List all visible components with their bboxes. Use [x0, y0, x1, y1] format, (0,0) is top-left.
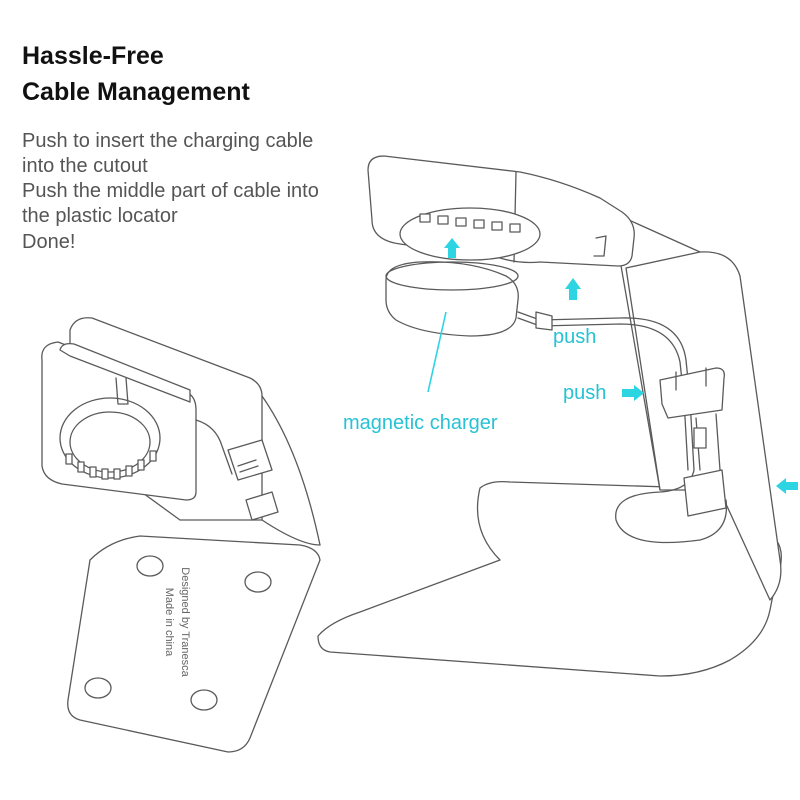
engraving-origin-text: Made in china — [163, 588, 175, 657]
rear-cutout-inner-ring — [69, 411, 151, 473]
rear-cable-locator-upper — [227, 439, 273, 481]
arrow-up-icon — [444, 238, 460, 258]
cutout-rib — [509, 223, 521, 233]
rear-locator-upper-detail — [237, 459, 259, 473]
cutout-rib — [113, 468, 121, 480]
puck-body — [385, 261, 519, 337]
cutout-rib — [77, 461, 85, 473]
rubber-foot-2 — [244, 571, 272, 593]
title-line-1: Hassle-Free — [22, 42, 164, 70]
charging-cable — [517, 311, 728, 544]
instruction-step-1: Push to insert the charging cable — [22, 130, 314, 152]
instruction-step-2: Push the middle part of cable into — [22, 180, 319, 202]
cutout-rib — [65, 453, 73, 465]
push-label-side: push — [563, 382, 607, 404]
rear-side-edge — [261, 395, 321, 546]
charging-cable-edge — [517, 317, 689, 471]
cutout-rib — [89, 466, 97, 478]
arrow-up-icon — [444, 238, 460, 258]
instruction-step-done: Done! — [22, 231, 76, 253]
rear-holder-top-face — [59, 342, 191, 403]
engraving-designer-text: Designed by Tranesca — [179, 567, 191, 677]
front-cutout-ribs — [419, 213, 521, 233]
title-line-2: Cable Management — [22, 78, 250, 106]
cutout-rib — [125, 465, 133, 477]
rear-cable-slot — [115, 377, 129, 405]
cutout-rib — [137, 459, 145, 471]
cutout-rib — [149, 450, 157, 462]
housing-cable-cutout — [593, 235, 607, 257]
rubber-foot-1 — [136, 555, 164, 577]
front-view-stand — [317, 155, 798, 677]
cutout-rib — [491, 221, 503, 231]
arrow-left-icon — [776, 478, 798, 494]
arrow-up-icon — [565, 278, 581, 300]
push-label-top: push — [553, 326, 597, 348]
magnetic-charger-puck — [385, 261, 519, 337]
cutout-rib — [455, 217, 467, 227]
rubber-foot-4 — [190, 689, 218, 711]
rear-base-plate — [67, 535, 321, 753]
rear-bend-edge — [261, 519, 321, 546]
front-charger-cutout — [399, 207, 541, 261]
magnetic-charger-pointer — [427, 311, 447, 393]
instruction-step-1-cont: into the cutout — [22, 155, 148, 177]
rear-charger-cutout — [59, 397, 161, 479]
instruction-step-2-cont: the plastic locator — [22, 205, 178, 227]
cutout-rib — [473, 219, 485, 229]
front-upright-inner-edge — [619, 259, 661, 491]
cutout-rib — [419, 213, 431, 223]
stand-engraving: Designed by Tranesca Made in china — [163, 567, 191, 677]
cutout-rib — [101, 468, 109, 480]
puck-top-face — [385, 261, 519, 291]
arrow-right-icon — [622, 385, 644, 401]
locator-clip — [693, 427, 707, 449]
rear-cable-run — [195, 419, 233, 475]
locator-upper-detail — [675, 367, 707, 391]
rubber-foot-3 — [84, 677, 112, 699]
cable-strain-relief — [535, 311, 553, 331]
arrow-up-icon — [565, 278, 581, 300]
cutout-rib — [437, 215, 449, 225]
rear-cable-locator-lower — [245, 491, 279, 521]
rear-cutout-ribs — [65, 450, 157, 480]
plastic-locator-lower — [683, 469, 727, 517]
magnetic-charger-label: magnetic charger — [343, 412, 498, 434]
rear-view-stand: Designed by Tranesca Made in china — [41, 317, 321, 753]
